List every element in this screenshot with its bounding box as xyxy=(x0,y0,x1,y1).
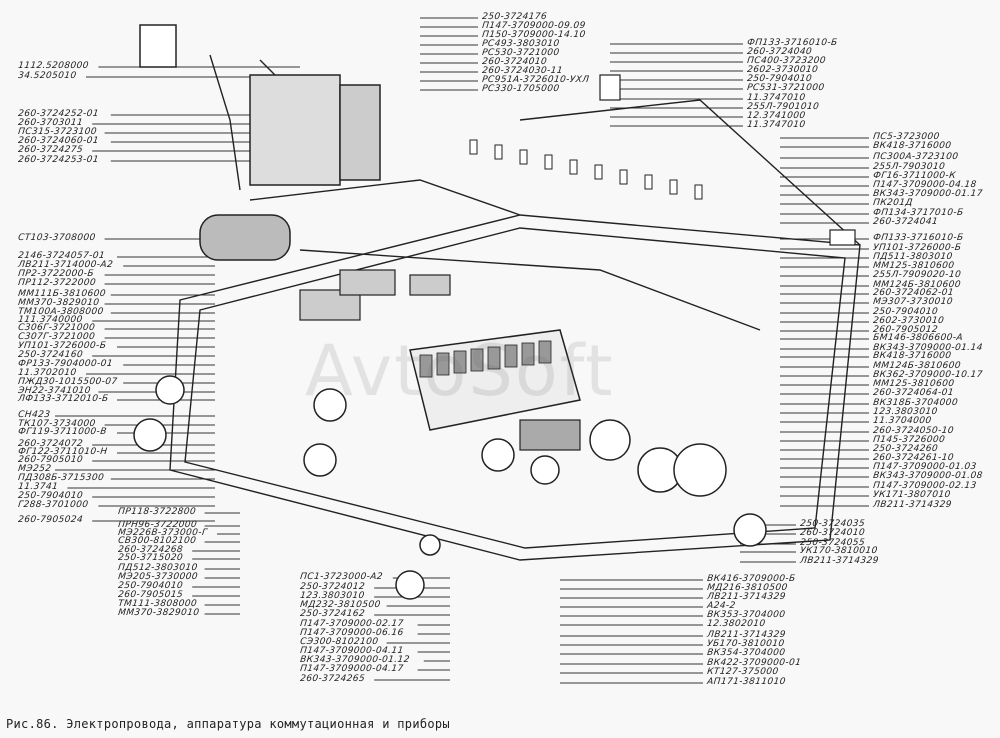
switch xyxy=(453,350,467,374)
part-label: 260-3724253-01 xyxy=(17,155,100,165)
wiring-harness xyxy=(249,179,761,331)
part-label: УК171-3807010 xyxy=(872,490,952,500)
relay-block xyxy=(409,274,451,296)
part-label: ЛФ133-3712010-Б xyxy=(17,394,110,404)
gauge xyxy=(530,455,560,485)
part-label: ПС1-3723000-А2 xyxy=(299,572,384,582)
gauge xyxy=(673,443,727,497)
switch xyxy=(487,346,501,370)
part-label: БМ146-3806600-А xyxy=(872,333,964,343)
fuse-block xyxy=(519,419,581,451)
part-label: ПК201Д xyxy=(872,198,914,208)
part-label: 34.5205010 xyxy=(17,71,77,81)
switch xyxy=(470,348,484,372)
fog-lamp xyxy=(599,74,621,101)
part-label: ВК354-3704000 xyxy=(706,648,786,658)
part-label: ММ370-3829010 xyxy=(117,608,200,618)
switch xyxy=(436,352,450,376)
watermark: AvtoSoft xyxy=(305,330,615,412)
part-label: МЭ307-3730010 xyxy=(872,297,954,307)
gauge xyxy=(733,513,767,547)
switch xyxy=(504,344,518,368)
part-label: СТ103-3708000 xyxy=(17,233,97,243)
part-label: УК170-3810010 xyxy=(799,546,879,556)
part-label: ПР118-3722800 xyxy=(117,507,197,517)
part-label: П147-3709000-04.17 xyxy=(299,664,405,674)
starter xyxy=(199,214,291,261)
gauge xyxy=(589,419,631,461)
battery xyxy=(249,74,341,186)
part-label: РС531-3721000 xyxy=(746,83,825,93)
sensor xyxy=(494,144,503,160)
relay-block xyxy=(339,269,396,296)
battery xyxy=(339,84,381,181)
switch xyxy=(538,340,552,364)
wiring-harness xyxy=(519,99,861,246)
part-label: 260-3724010 xyxy=(799,528,866,538)
sensor xyxy=(619,169,628,185)
part-label: 250-3724162 xyxy=(299,609,366,619)
part-label: 250-3715020 xyxy=(117,553,184,563)
part-label: 260-3724265 xyxy=(299,674,366,684)
sensor xyxy=(694,184,703,200)
part-label: 260-7905024 xyxy=(17,515,84,525)
part-label: ВК418-3716000 xyxy=(872,351,952,361)
part-label: 260-3724041 xyxy=(872,217,939,227)
gauge xyxy=(303,443,337,477)
part-label: РС330-1705000 xyxy=(481,84,560,94)
part-label: 255Л-7909020-10 xyxy=(872,270,962,280)
switch xyxy=(521,342,535,366)
sensor xyxy=(669,179,678,195)
gauge xyxy=(155,375,185,405)
washer-tank xyxy=(139,24,177,68)
part-label: 1112.5208000 xyxy=(17,61,90,71)
part-label: ВК418-3716000 xyxy=(872,141,952,151)
part-label: ВК343-3709000-01.08 xyxy=(872,471,984,481)
part-label: 11.3704000 xyxy=(872,416,932,426)
part-label: ПС300А-3723100 xyxy=(872,152,959,162)
sensor xyxy=(519,149,528,165)
part-label: КТ127-375000 xyxy=(706,667,780,677)
part-label: 12.3802010 xyxy=(706,619,766,629)
gauge xyxy=(481,438,515,472)
sensor xyxy=(569,159,578,175)
sensor xyxy=(594,164,603,180)
instrument-panel xyxy=(409,329,581,431)
wiring-harness xyxy=(184,227,846,549)
part-label: Г288-3701000 xyxy=(17,500,89,510)
part-label: 11.3747010 xyxy=(746,120,806,130)
part-label: ЛВ211-3714329 xyxy=(799,556,880,566)
gauge xyxy=(419,534,441,556)
sensor xyxy=(644,174,653,190)
headlamp-switch xyxy=(829,229,856,246)
gauge xyxy=(313,388,347,422)
figure-caption: Рис.86. Электропровода, аппаратура комму… xyxy=(6,717,450,731)
part-label: ПР112-3722000 xyxy=(17,278,97,288)
sensor xyxy=(544,154,553,170)
part-label: 260-3724064-01 xyxy=(872,388,955,398)
sensor xyxy=(469,139,478,155)
switch xyxy=(419,354,433,378)
part-label: ЛВ211-3714329 xyxy=(872,500,953,510)
gauge xyxy=(395,570,425,600)
part-label: ФГ119-3711000-В xyxy=(17,427,108,437)
part-label: 260-3724275 xyxy=(17,145,84,155)
part-label: ФП133-3716010-Б xyxy=(872,233,965,243)
part-label: АП171-3811010 xyxy=(706,677,787,687)
gauge xyxy=(133,418,167,452)
